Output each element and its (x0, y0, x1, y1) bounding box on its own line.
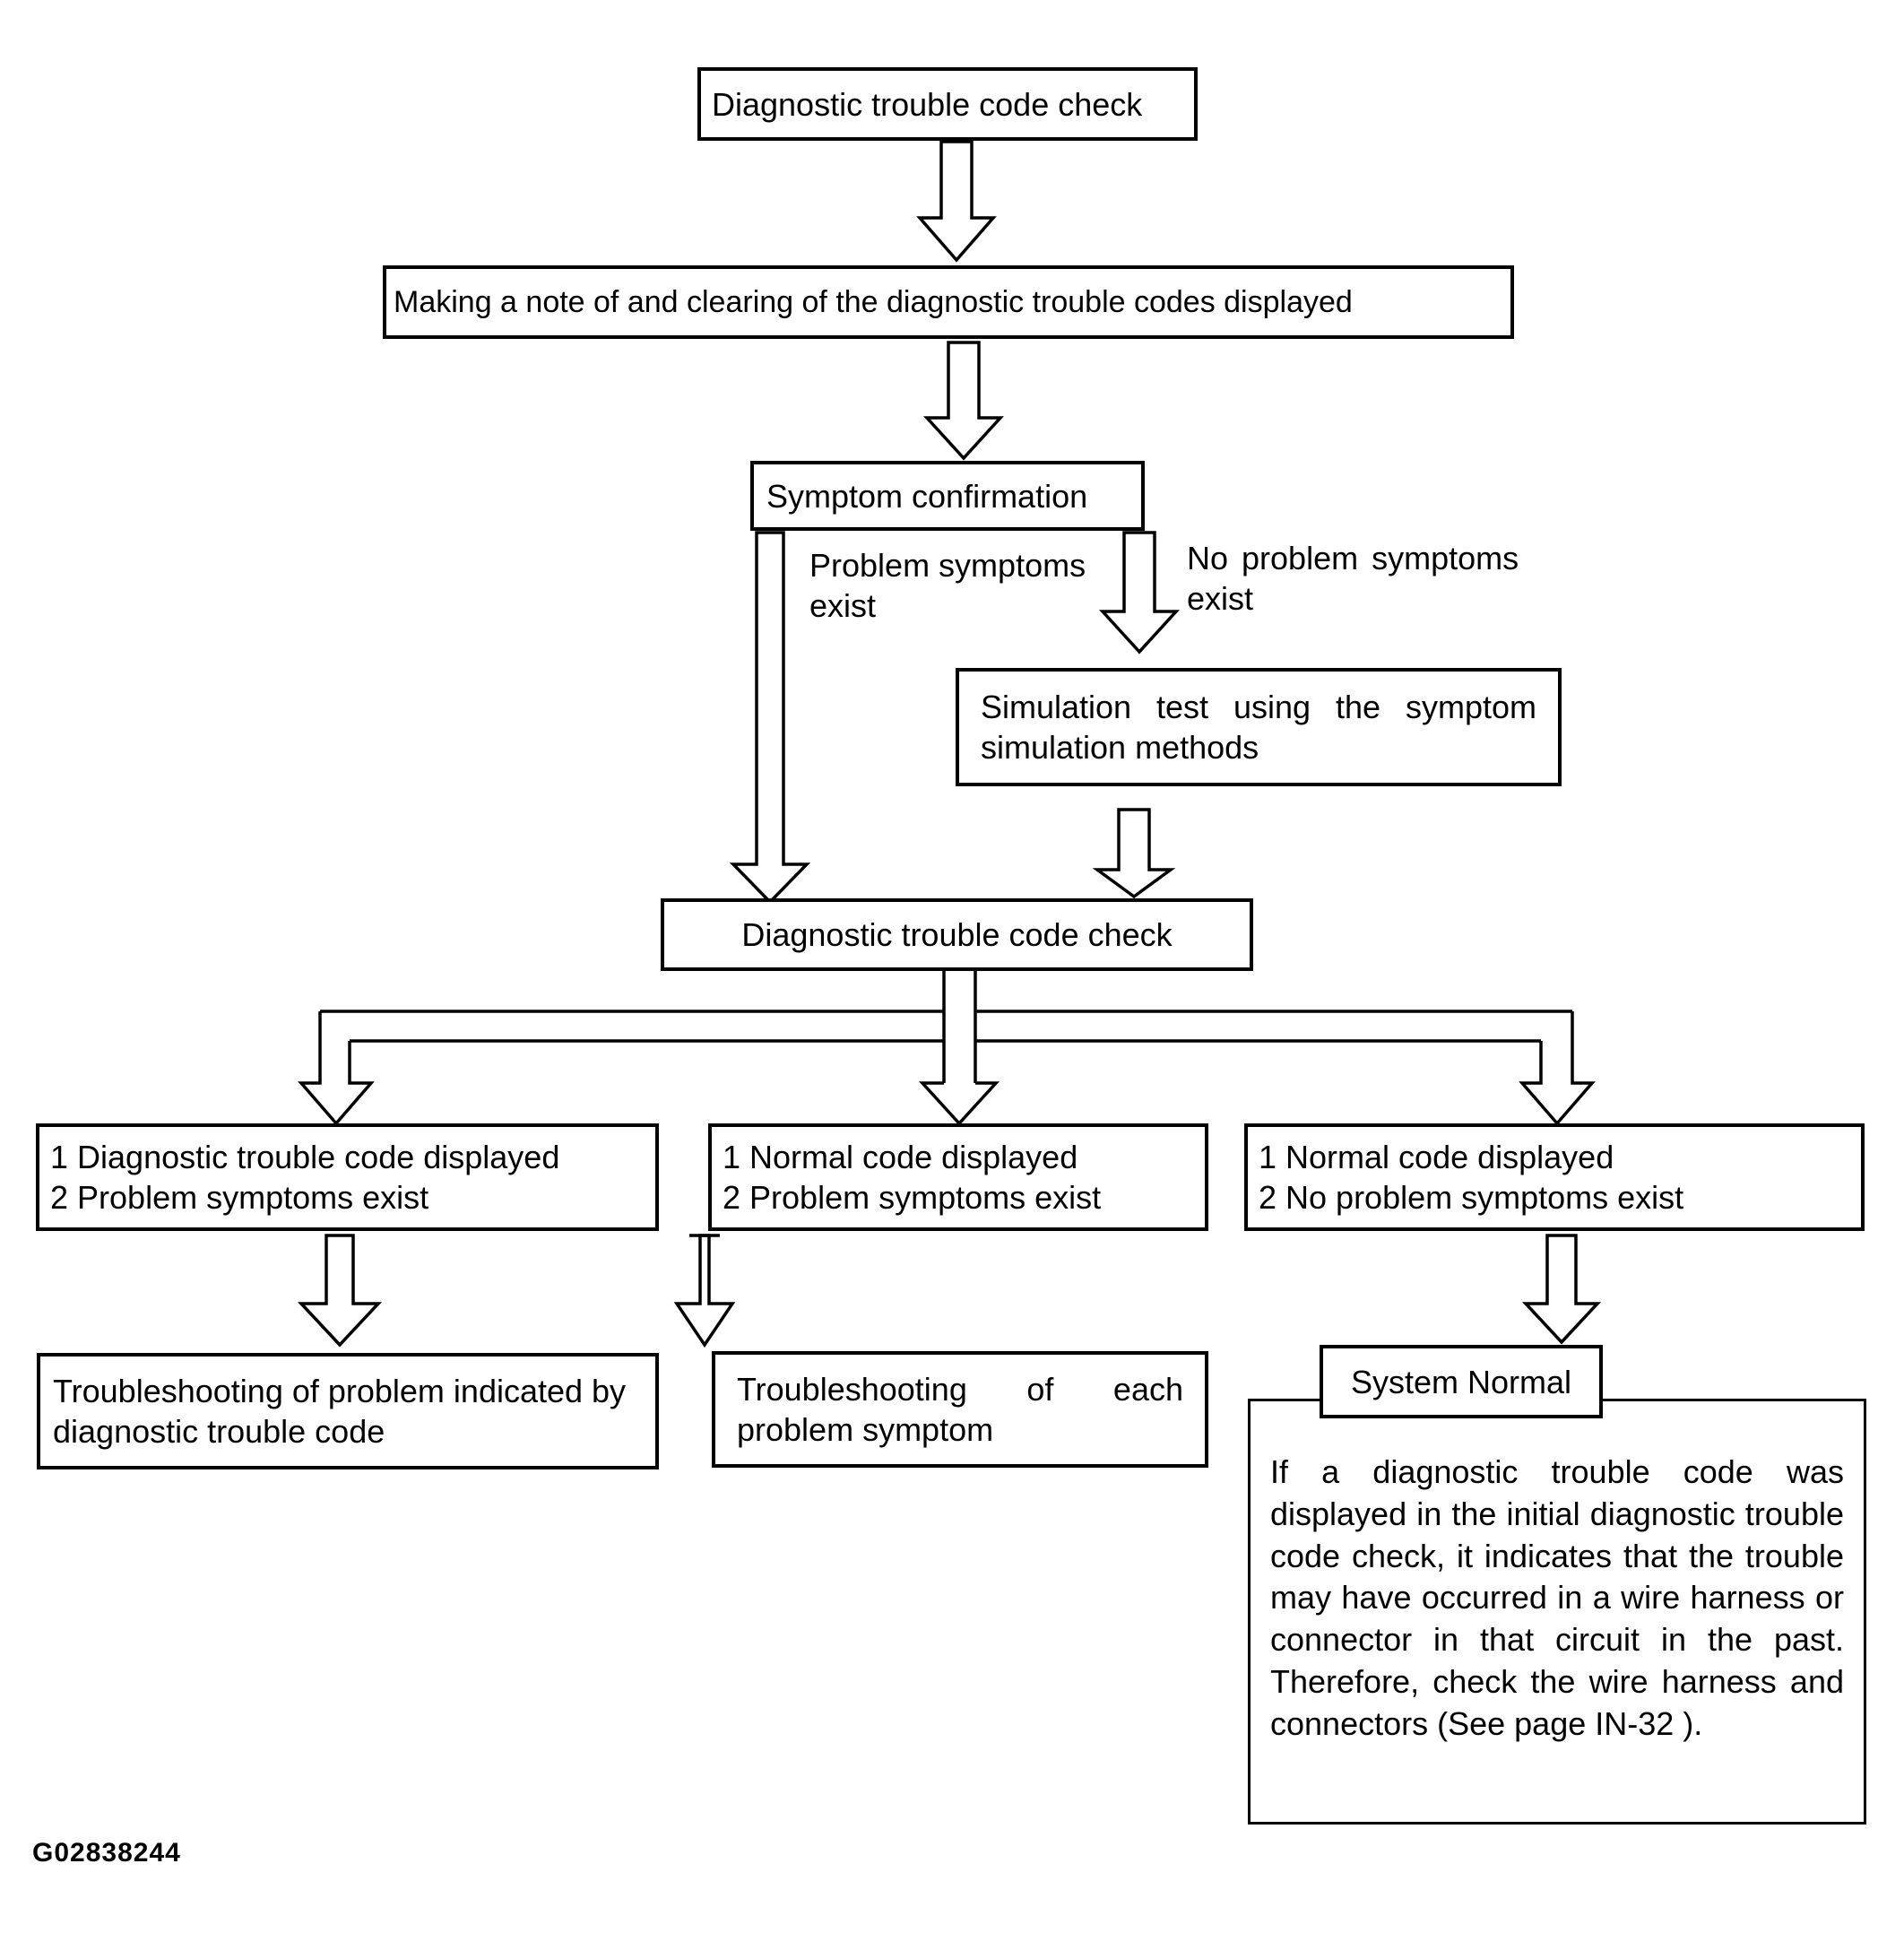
down-arrow-icon (297, 1234, 383, 1348)
edge-label-no-problem-symptoms-exist: No problem symptoms exist (1187, 540, 1519, 618)
split-center-arrow-icon (919, 1081, 1000, 1126)
node-label: Simulation test using the symptom simula… (981, 689, 1536, 766)
thin-down-arrow-icon (673, 1234, 736, 1348)
node-label: Diagnostic trouble code check (741, 916, 1173, 953)
down-arrow-icon (916, 140, 997, 263)
node-simulation-test: Simulation test using the symptom simula… (956, 668, 1562, 786)
node-system-normal: System Normal (1320, 1345, 1603, 1418)
node-diagnostic-trouble-code-check: Diagnostic trouble code check (697, 67, 1198, 141)
node-label: Troubleshooting of each problem symptom (737, 1371, 1183, 1448)
node-branch-normal-code-symptoms-exist: 1 Normal code displayed 2 Problem sympto… (708, 1123, 1208, 1231)
node-troubleshooting-by-dtc: Troubleshooting of problem indicated by … (37, 1353, 659, 1469)
split-left-arrow-icon (298, 1011, 375, 1126)
node-symptom-confirmation: Symptom confirmation (750, 461, 1145, 531)
split-right-arrow-icon (1519, 1011, 1596, 1126)
node-troubleshooting-each-symptom: Troubleshooting of each problem symptom (712, 1351, 1208, 1468)
figure-code: G02838244 (32, 1838, 181, 1868)
split-center-tube-sides (942, 971, 977, 1083)
node-label: Symptom confirmation (766, 477, 1088, 515)
node-note-and-clear-codes: Making a note of and clearing of the dia… (383, 265, 1514, 339)
node-label: System Normal (1350, 1363, 1572, 1400)
down-arrow-icon (1521, 1234, 1602, 1345)
node-label: Troubleshooting of problem indicated by … (53, 1373, 627, 1450)
down-arrow-icon (1099, 531, 1180, 654)
down-arrow-icon (1092, 808, 1176, 899)
node-diagnostic-trouble-code-check-2: Diagnostic trouble code check (661, 898, 1253, 971)
long-down-arrow-icon (729, 531, 811, 905)
node-branch-code-displayed-symptoms-exist: 1 Diagnostic trouble code displayed 2 Pr… (36, 1123, 659, 1231)
node-branch-normal-code-no-symptoms: 1 Normal code displayed 2 No problem sym… (1244, 1123, 1865, 1231)
split-center-tube (944, 971, 975, 1083)
edge-label-problem-symptoms-exist: Problem symptoms exist (809, 547, 1086, 625)
down-arrow-icon (923, 341, 1004, 461)
node-label: Making a note of and clearing of the dia… (394, 284, 1353, 319)
note-text: If a diagnostic trouble code was display… (1270, 1453, 1844, 1742)
node-system-normal-note: If a diagnostic trouble code was display… (1248, 1399, 1866, 1825)
node-label: Diagnostic trouble code check (712, 85, 1143, 123)
